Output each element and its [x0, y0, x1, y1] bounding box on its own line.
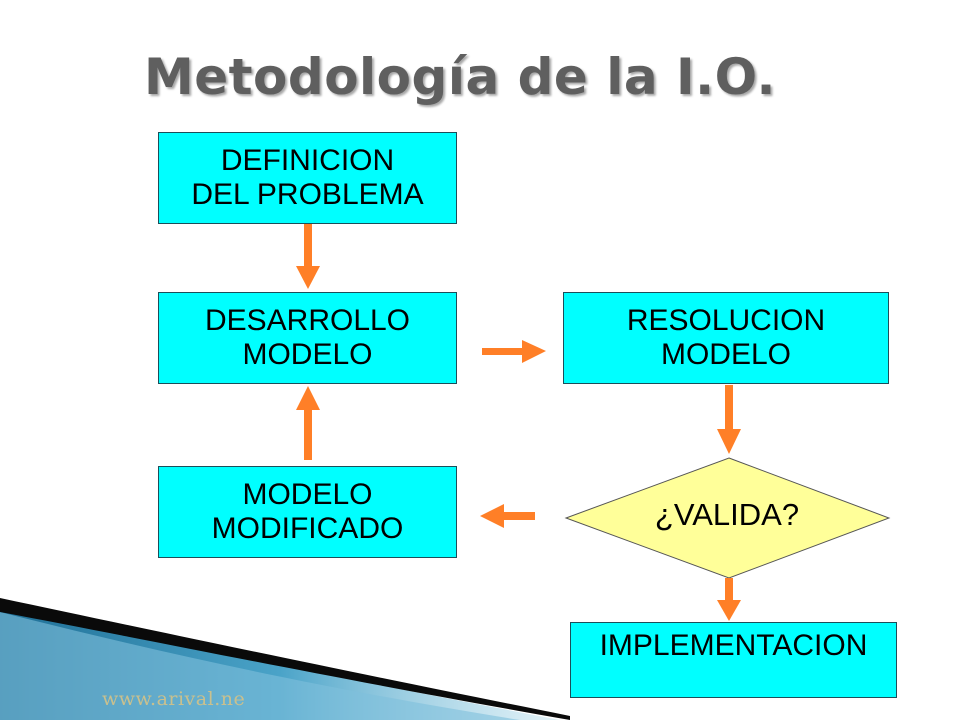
arrow-down-definicion-to-desarrollo — [296, 224, 320, 289]
page-title: Metodología de la I.O. — [143, 48, 777, 106]
arrow-down-decision-to-implementacion — [717, 578, 741, 621]
decision-label: ¿VALIDA? — [654, 497, 800, 532]
step-modelo-modificado: MODELO MODIFICADO — [158, 466, 457, 558]
step-resolucion-modelo: RESOLUCION MODELO — [563, 292, 889, 384]
arrow-up-modificado-to-desarrollo — [296, 386, 320, 460]
step-definicion-del-problema: DEFINICION DEL PROBLEMA — [158, 132, 457, 224]
arrow-right-desarrollo-to-resolucion — [482, 340, 546, 363]
step-implementacion: IMPLEMENTACION — [570, 622, 897, 698]
swoosh-dark-stroke — [0, 598, 570, 720]
watermark-url: www.arival.ne — [102, 688, 246, 710]
flow-arrows — [296, 224, 741, 621]
swoosh-light-band — [0, 612, 520, 720]
arrow-down-resolucion-to-decision — [717, 385, 741, 454]
arrow-left-decision-to-modificado — [480, 504, 535, 528]
corner-swoosh — [0, 598, 570, 720]
step-desarrollo-modelo: DESARROLLO MODELO — [158, 292, 457, 384]
